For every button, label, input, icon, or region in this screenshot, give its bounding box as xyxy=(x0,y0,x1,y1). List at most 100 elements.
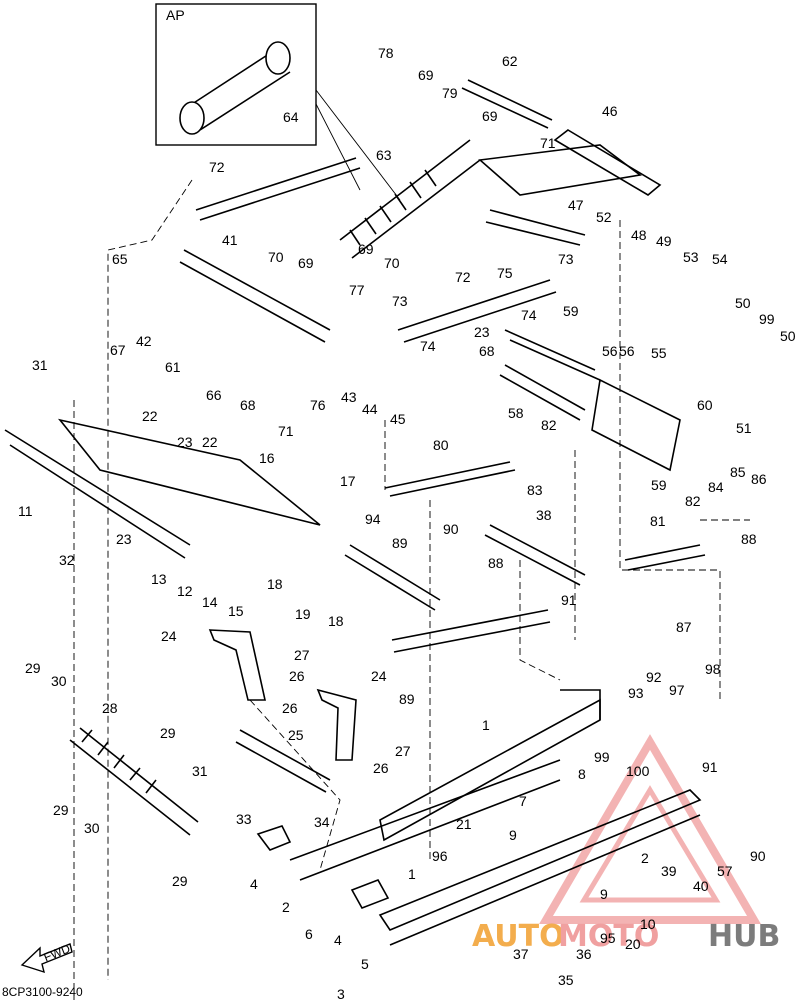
callout-72: 72 xyxy=(455,269,471,285)
callout-80: 80 xyxy=(433,437,449,453)
callout-65: 65 xyxy=(112,251,128,267)
callout-35: 35 xyxy=(558,972,574,988)
callout-25: 25 xyxy=(288,727,304,743)
callout-72: 72 xyxy=(209,159,225,175)
callout-56: 56 xyxy=(619,343,635,359)
watermark-text-moto: MOTO xyxy=(558,919,659,954)
callout-52: 52 xyxy=(596,209,612,225)
drawing-code: 8CP3100-9240 xyxy=(2,985,83,999)
callout-9: 9 xyxy=(509,827,517,843)
callout-60: 60 xyxy=(697,397,713,413)
callout-61: 61 xyxy=(165,359,181,375)
watermark-text-hub: HUB xyxy=(708,919,780,954)
callout-51: 51 xyxy=(736,420,752,436)
callout-85: 85 xyxy=(730,464,746,480)
callout-49: 49 xyxy=(656,233,672,249)
callout-58: 58 xyxy=(508,405,524,421)
callout-4: 4 xyxy=(250,876,258,892)
callout-95: 95 xyxy=(600,930,616,946)
watermark-logo: AUTO MOTO HUB xyxy=(472,734,780,954)
callout-73: 73 xyxy=(392,293,408,309)
callout-29: 29 xyxy=(53,802,69,818)
callout-93: 93 xyxy=(628,685,644,701)
callout-22: 22 xyxy=(142,408,158,424)
callout-26: 26 xyxy=(289,668,305,684)
callout-23: 23 xyxy=(177,434,193,450)
callout-26: 26 xyxy=(282,700,298,716)
fwd-arrow: FWD xyxy=(20,941,73,974)
callout-26: 26 xyxy=(373,760,389,776)
callout-21: 21 xyxy=(456,816,472,832)
callout-63: 63 xyxy=(376,147,392,163)
callout-82: 82 xyxy=(541,417,557,433)
callout-79: 79 xyxy=(442,85,458,101)
callout-68: 68 xyxy=(240,397,256,413)
callout-34: 34 xyxy=(314,814,330,830)
callout-84: 84 xyxy=(708,479,724,495)
callout-46: 46 xyxy=(602,103,618,119)
callout-78: 78 xyxy=(378,45,394,61)
callout-74: 74 xyxy=(521,307,537,323)
callout-59: 59 xyxy=(563,303,579,319)
callout-1: 1 xyxy=(482,717,490,733)
callout-89: 89 xyxy=(399,691,415,707)
callout-67: 67 xyxy=(110,342,126,358)
callout-86: 86 xyxy=(751,471,767,487)
callout-27: 27 xyxy=(395,743,411,759)
callout-39: 39 xyxy=(661,863,677,879)
callout-11: 11 xyxy=(18,503,33,519)
callout-69: 69 xyxy=(298,255,314,271)
callout-4: 4 xyxy=(334,932,342,948)
callout-24: 24 xyxy=(161,628,177,644)
callout-50: 50 xyxy=(735,295,751,311)
callout-87: 87 xyxy=(676,619,692,635)
callout-73: 73 xyxy=(558,251,574,267)
callout-29: 29 xyxy=(172,873,188,889)
callout-2: 2 xyxy=(641,850,649,866)
callout-91: 91 xyxy=(702,759,718,775)
callout-75: 75 xyxy=(497,265,513,281)
callout-37: 37 xyxy=(513,946,529,962)
callout-5: 5 xyxy=(361,956,369,972)
callout-90: 90 xyxy=(750,848,766,864)
callout-8: 8 xyxy=(578,766,586,782)
callout-68: 68 xyxy=(479,343,495,359)
callout-30: 30 xyxy=(51,673,67,689)
callout-2: 2 xyxy=(282,899,290,915)
callout-45: 45 xyxy=(390,411,406,427)
inset-ap: AP xyxy=(155,3,401,201)
callout-41: 41 xyxy=(222,232,238,248)
callout-18: 18 xyxy=(267,576,283,592)
callout-62: 62 xyxy=(502,53,518,69)
callout-88: 88 xyxy=(488,555,504,571)
callout-59: 59 xyxy=(651,477,667,493)
callout-96: 96 xyxy=(432,848,448,864)
callout-18: 18 xyxy=(328,613,344,629)
callout-71: 71 xyxy=(278,423,294,439)
callout-15: 15 xyxy=(228,603,244,619)
callout-33: 33 xyxy=(236,811,252,827)
callout-22: 22 xyxy=(202,434,218,450)
callout-74: 74 xyxy=(420,338,436,354)
callout-69: 69 xyxy=(358,241,374,257)
callout-32: 32 xyxy=(59,552,75,568)
callout-54: 54 xyxy=(712,251,728,267)
callout-27: 27 xyxy=(294,647,310,663)
callout-97: 97 xyxy=(669,682,685,698)
callout-98: 98 xyxy=(705,661,721,677)
callout-38: 38 xyxy=(536,507,552,523)
callout-43: 43 xyxy=(341,389,357,405)
callout-99: 99 xyxy=(594,749,610,765)
callout-30: 30 xyxy=(84,820,100,836)
callout-82: 82 xyxy=(685,493,701,509)
callout-7: 7 xyxy=(519,793,527,809)
callout-16: 16 xyxy=(259,450,275,466)
callout-6: 6 xyxy=(305,926,313,942)
callout-13: 13 xyxy=(151,571,167,587)
callout-36: 36 xyxy=(576,946,592,962)
callout-91: 91 xyxy=(561,592,577,608)
callout-99: 99 xyxy=(759,311,775,327)
callout-29: 29 xyxy=(160,725,176,741)
callout-28: 28 xyxy=(102,700,118,716)
